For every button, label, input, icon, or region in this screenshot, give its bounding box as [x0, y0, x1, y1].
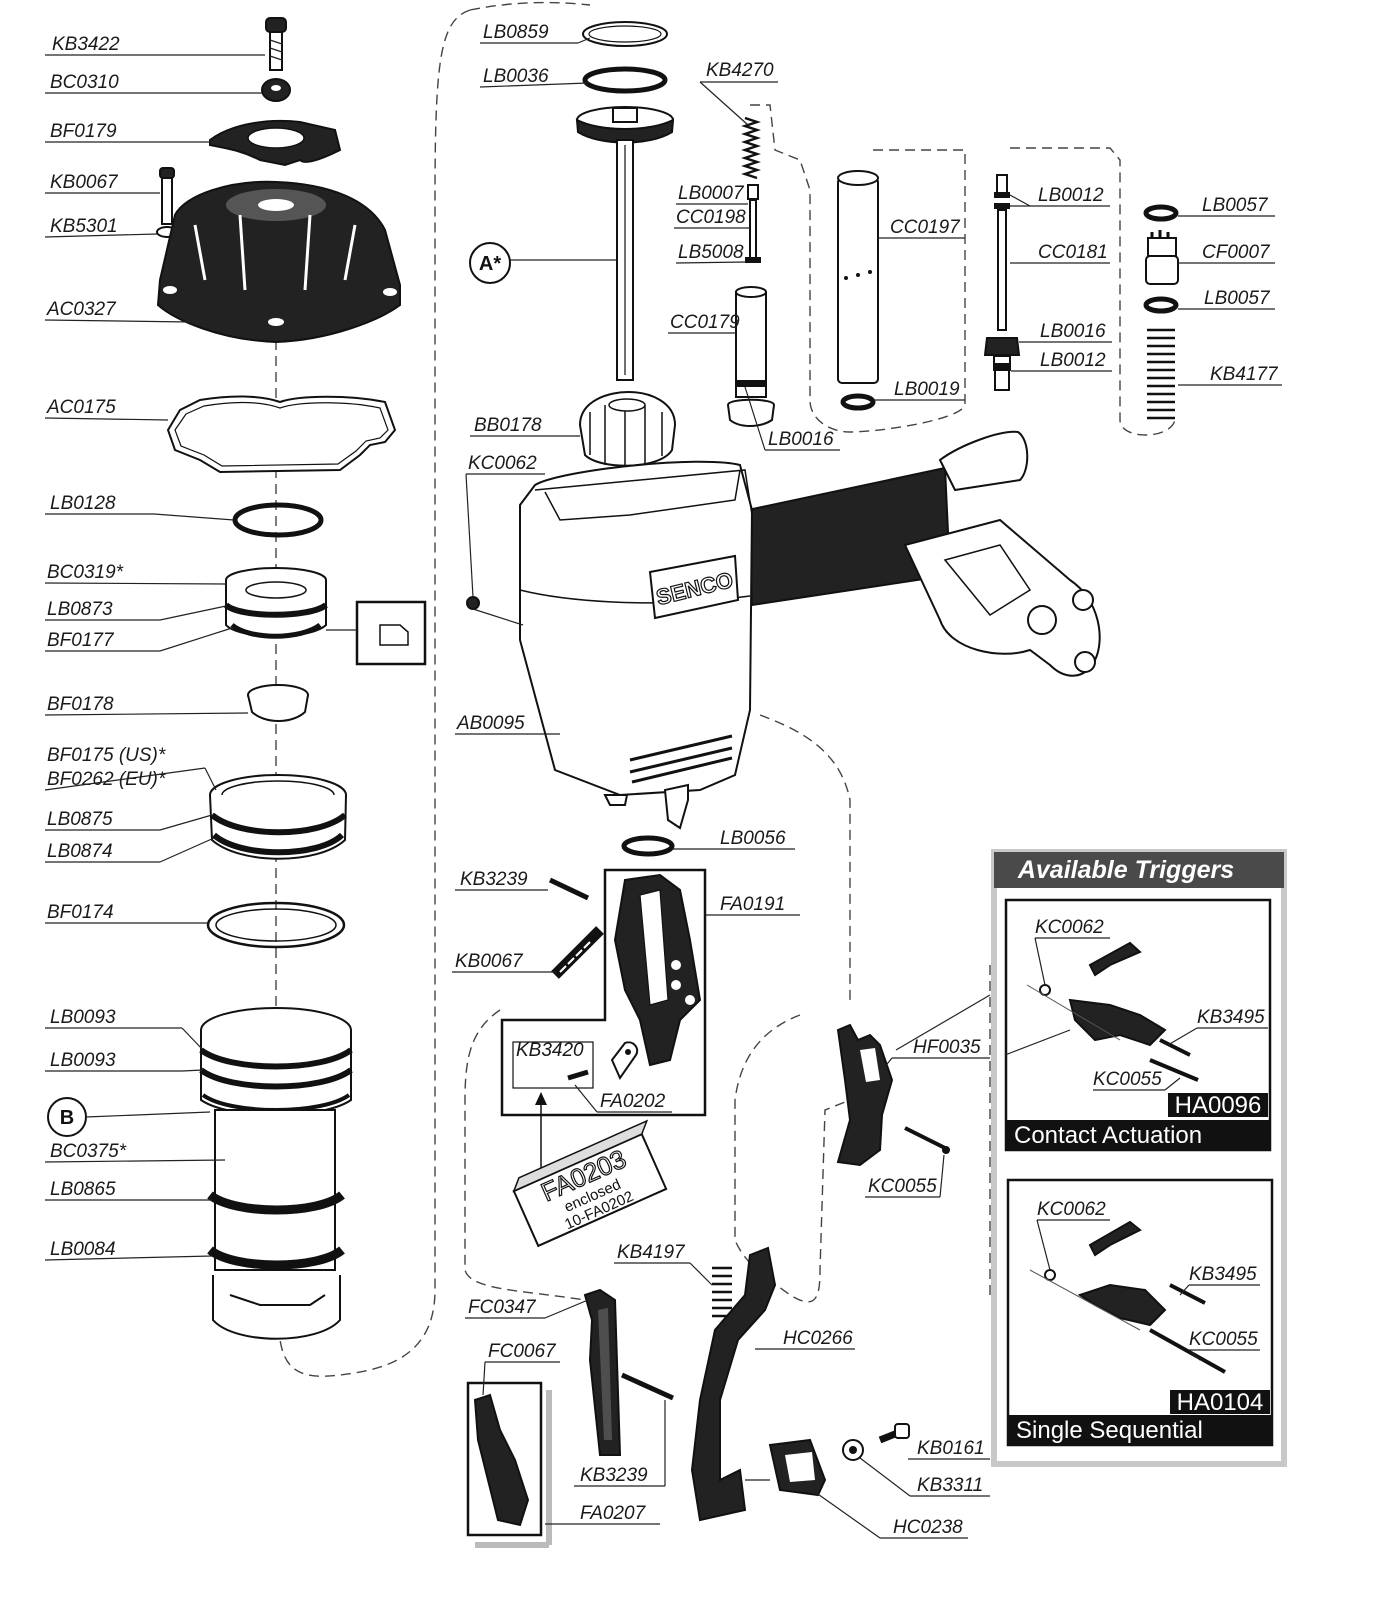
label-bf0178: BF0178	[47, 694, 114, 715]
label-kb0161: KB0161	[917, 1438, 985, 1459]
label-fa0202: FA0202	[600, 1091, 666, 1112]
label-cc0181: CC0181	[1038, 242, 1108, 263]
label-lb0128: LB0128	[50, 493, 116, 514]
label-lb0873: LB0873	[47, 599, 113, 620]
label-fa0207: FA0207	[580, 1503, 647, 1524]
sequential-name: Single Sequential	[1016, 1417, 1203, 1444]
callout-a-label: A*	[479, 253, 501, 275]
assembly-dashed-lines	[275, 1, 1176, 1377]
label-bf0174: BF0174	[47, 902, 114, 923]
label-kb0067-mid: KB0067	[455, 951, 524, 972]
available-triggers-panel: Available Triggers HA0096 Contact Actuat…	[991, 849, 1287, 1467]
label-kb4177: KB4177	[1210, 364, 1279, 385]
label-cc0197: CC0197	[890, 217, 961, 238]
label-bf0262: BF0262 (EU)*	[47, 769, 166, 790]
label-hc0238: HC0238	[893, 1517, 963, 1538]
left-column-parts	[156, 17, 427, 1340]
label-bc0310: BC0310	[50, 72, 119, 93]
trigger-hf0035	[836, 1023, 950, 1167]
label-lb0093-b: LB0093	[50, 1050, 116, 1071]
callout-b-label: B	[60, 1107, 74, 1129]
label-cc0179: CC0179	[670, 312, 740, 333]
label-kb3420: KB3420	[516, 1040, 584, 1061]
label-fa0191: FA0191	[720, 894, 785, 915]
label-sequential-kb3495: KB3495	[1189, 1264, 1257, 1285]
label-lb0016-b: LB0016	[1040, 321, 1106, 342]
label-kc0062-main: KC0062	[468, 453, 537, 474]
label-lb0084: LB0084	[50, 1239, 116, 1260]
label-lb0019: LB0019	[894, 379, 960, 400]
label-hf0035: HF0035	[913, 1037, 981, 1058]
label-lb0865: LB0865	[50, 1179, 116, 1200]
label-lb0057-b: LB0057	[1204, 288, 1271, 309]
trigger-link-line	[895, 994, 991, 1051]
label-lb0012-b: LB0012	[1040, 350, 1106, 371]
bottom-parts	[466, 1246, 910, 1548]
label-lb0874: LB0874	[47, 841, 113, 862]
contact-name: Contact Actuation	[1014, 1122, 1202, 1149]
triggers-title: Available Triggers	[1017, 856, 1234, 884]
label-contact-kb3495: KB3495	[1197, 1007, 1265, 1028]
o-ring-lb0056	[621, 835, 675, 857]
label-lb0036: LB0036	[483, 66, 549, 87]
tool-housing: SENCO	[466, 430, 1101, 830]
label-bf0175: BF0175 (US)*	[47, 745, 166, 766]
label-lb0093-a: LB0093	[50, 1007, 116, 1028]
label-bf0177: BF0177	[47, 630, 115, 651]
label-hc0266: HC0266	[783, 1328, 853, 1349]
label-bc0319: BC0319*	[47, 562, 124, 583]
label-lb0056: LB0056	[720, 828, 786, 849]
label-lb0057-a: LB0057	[1202, 195, 1269, 216]
label-contact-kc0055: KC0055	[1093, 1069, 1162, 1090]
label-kb4197: KB4197	[617, 1242, 686, 1263]
label-ac0175: AC0175	[46, 397, 116, 418]
label-sequential-kc0055: KC0055	[1189, 1329, 1258, 1350]
piston-assembly	[469, 21, 1179, 468]
label-lb0012-a: LB0012	[1038, 185, 1104, 206]
label-contact-kc0062: KC0062	[1035, 917, 1104, 938]
label-ab0095: AB0095	[456, 713, 525, 734]
label-kb3422: KB3422	[52, 34, 120, 55]
label-kb3239-a: KB3239	[460, 869, 528, 890]
label-bf0179: BF0179	[50, 121, 117, 142]
label-sequential-kc0062: KC0062	[1037, 1199, 1106, 1220]
contact-code: HA0096	[1175, 1092, 1262, 1119]
label-ac0327: AC0327	[46, 299, 117, 320]
part-labels: KB3422 BC0310 BF0179 KB0067 KB5301 AC032…	[44, 22, 1282, 1539]
label-kb4270: KB4270	[706, 60, 774, 81]
label-kc0055-main: KC0055	[868, 1176, 937, 1197]
label-bc0375: BC0375*	[50, 1141, 127, 1162]
label-lb0007: LB0007	[678, 183, 745, 204]
label-fc0347: FC0347	[468, 1297, 537, 1318]
label-cf0007: CF0007	[1202, 242, 1271, 263]
callout-b: B	[47, 1097, 211, 1137]
label-kb3311: KB3311	[917, 1475, 983, 1496]
label-kb5301: KB5301	[50, 216, 118, 237]
sequential-code: HA0104	[1177, 1389, 1264, 1416]
label-lb0859: LB0859	[483, 22, 549, 43]
label-lb5008: LB5008	[678, 242, 744, 263]
label-kb0067-top: KB0067	[50, 172, 119, 193]
nose-assembly: FA0203 enclosed 10-FA0202	[500, 868, 707, 1248]
label-lb0875: LB0875	[47, 809, 113, 830]
label-fc0067: FC0067	[488, 1341, 557, 1362]
label-lb0016-a: LB0016	[768, 429, 834, 450]
label-cc0198: CC0198	[676, 207, 746, 228]
label-kb3239-b: KB3239	[580, 1465, 648, 1486]
label-bb0178: BB0178	[474, 415, 542, 436]
